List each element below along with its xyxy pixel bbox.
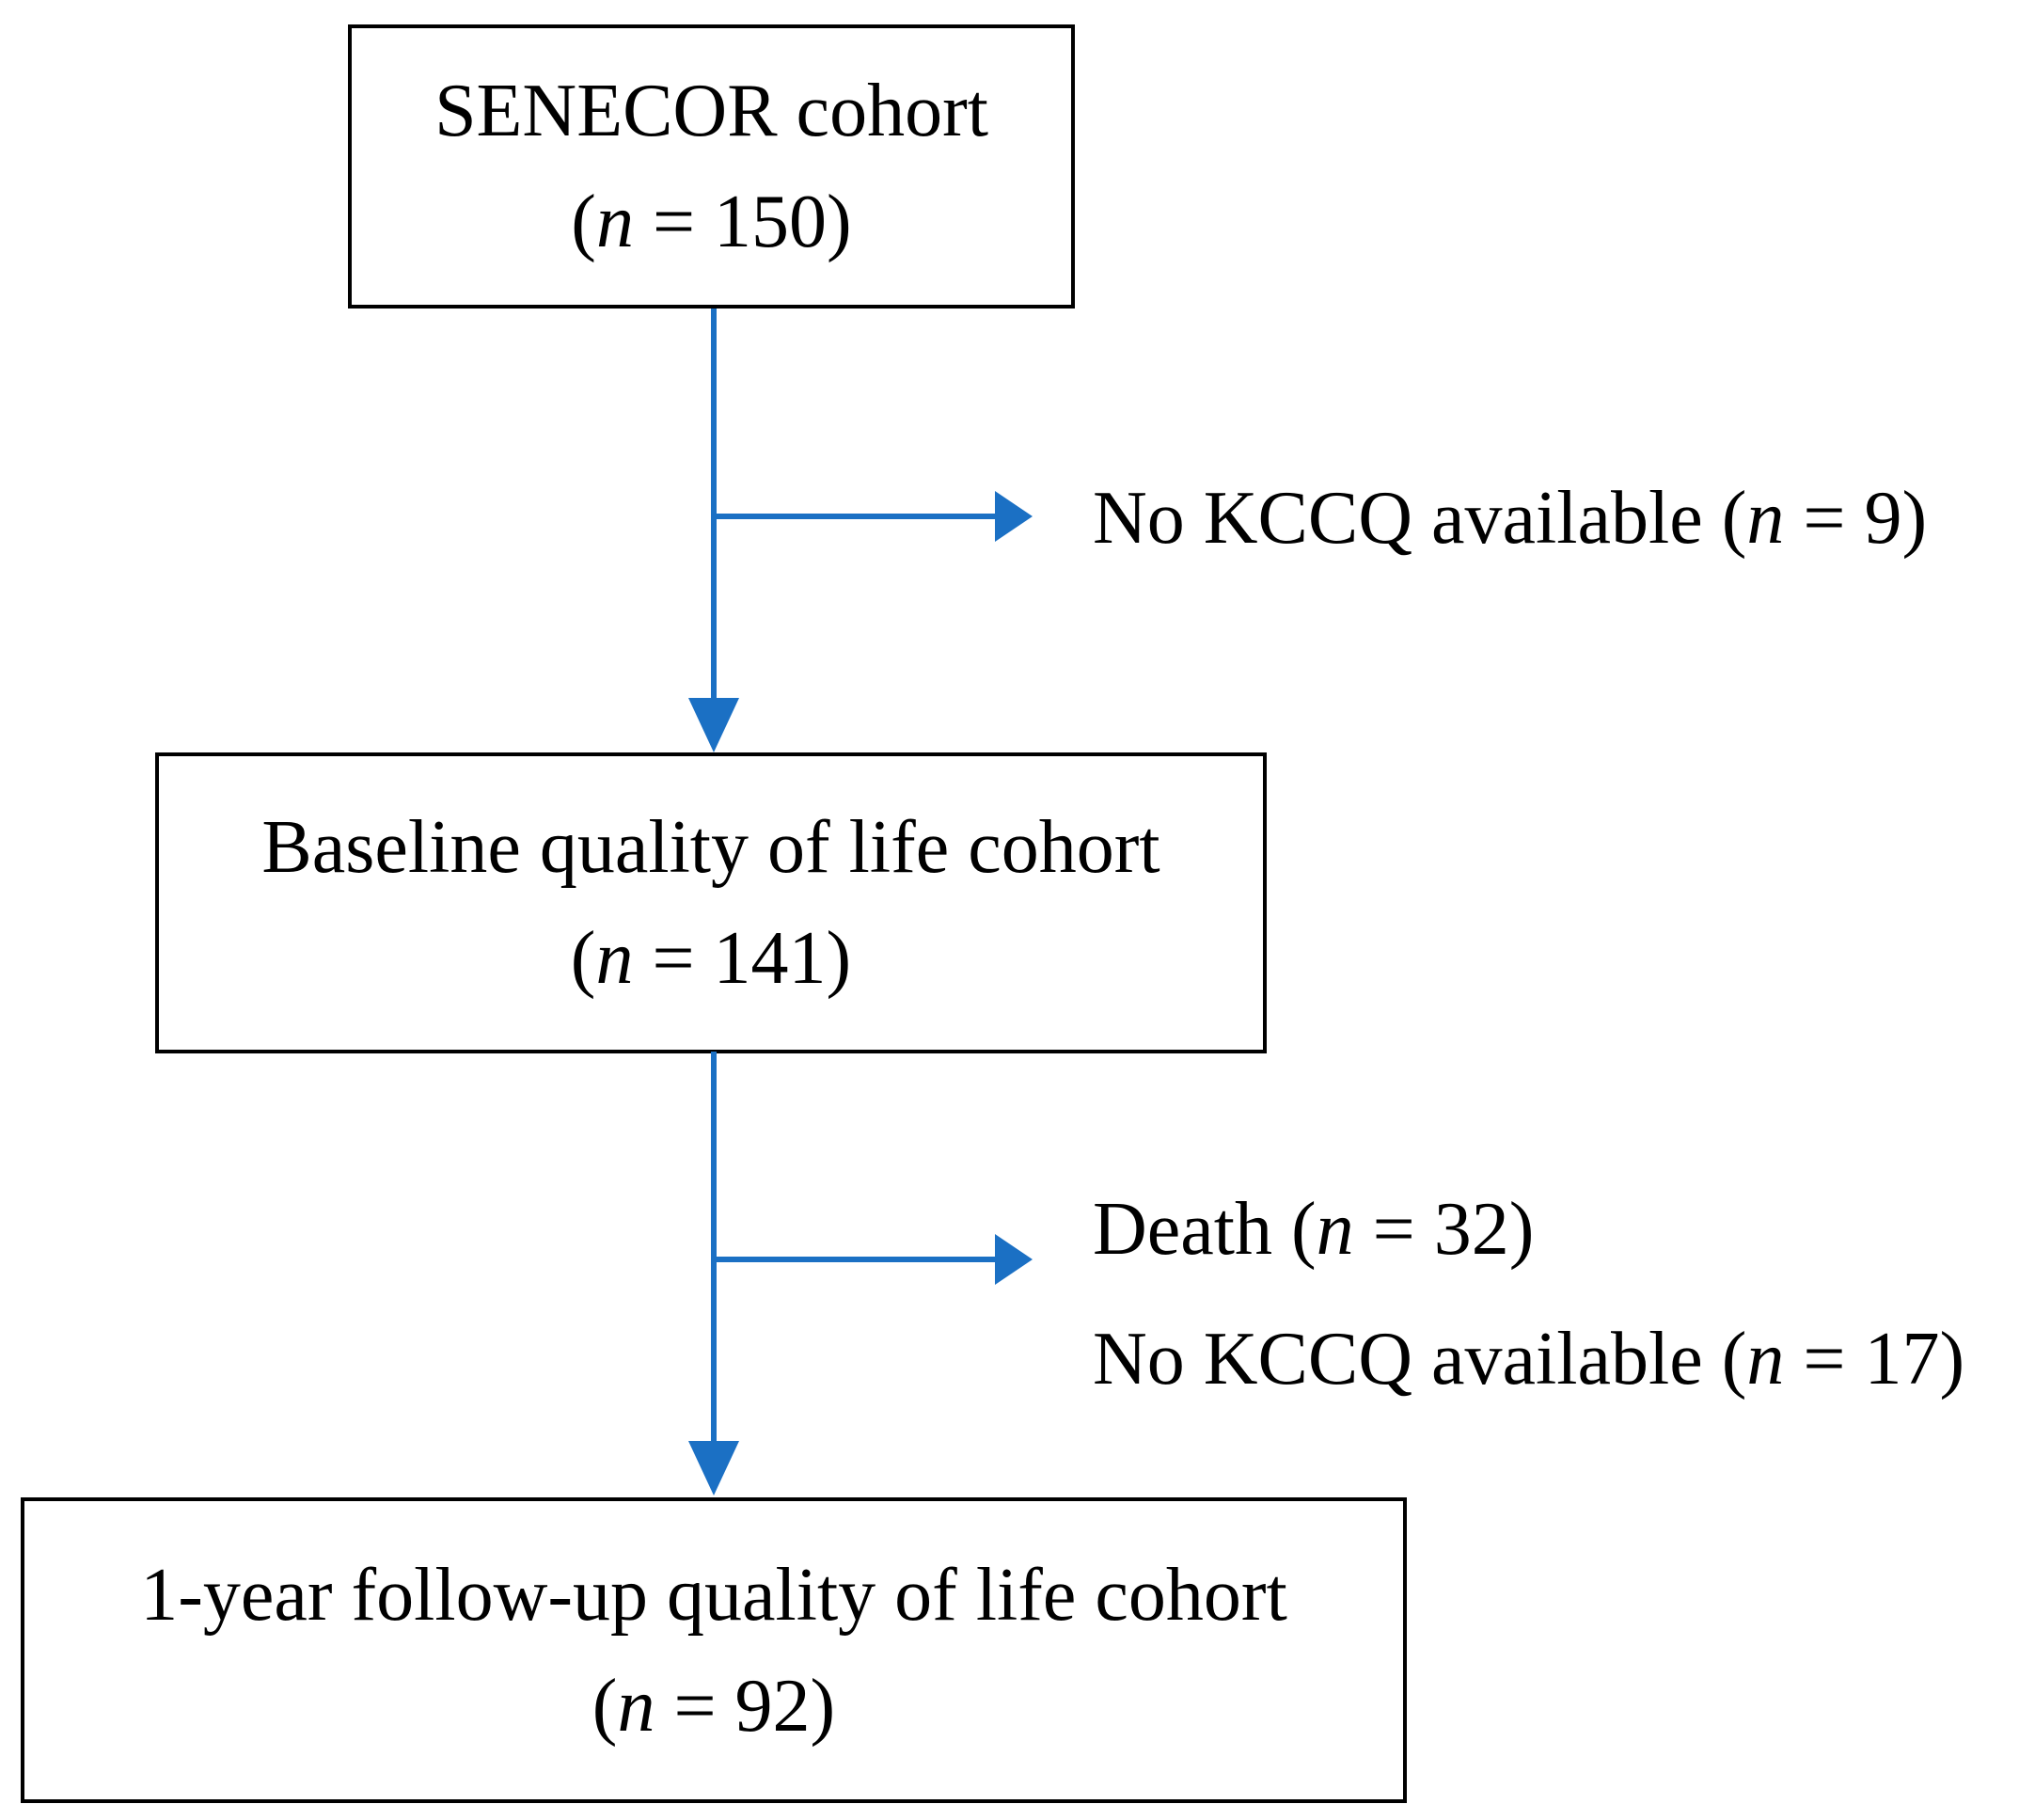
arrowhead-right-icon — [995, 491, 1033, 542]
flow-line-vertical-2 — [711, 1052, 717, 1441]
cohort-box-baseline: Baseline quality of life cohort (n = 141… — [155, 752, 1267, 1053]
exclusion-label-no-kccq-9: No KCCQ available (n = 9) — [1093, 477, 1928, 560]
arrowhead-down-icon — [688, 698, 739, 752]
box-n-label: (n = 141) — [570, 917, 852, 1000]
arrowhead-right-icon — [995, 1234, 1033, 1285]
branch-line-1 — [714, 514, 996, 519]
cohort-box-followup: 1-year follow-up quality of life cohort … — [21, 1497, 1407, 1803]
cohort-box-senecor: SENECOR cohort (n = 150) — [348, 24, 1075, 309]
box-n-label: (n = 92) — [592, 1664, 836, 1748]
box-title: 1-year follow-up quality of life cohort — [140, 1553, 1287, 1637]
exclusion-label-no-kccq-17: No KCCQ available (n = 17) — [1093, 1318, 1965, 1401]
box-n-label: (n = 150) — [571, 181, 852, 263]
branch-line-2 — [714, 1257, 996, 1262]
flow-line-vertical-1 — [711, 309, 717, 698]
exclusion-label-death-32: Death (n = 32) — [1093, 1188, 1535, 1271]
box-title: SENECOR cohort — [434, 70, 988, 152]
box-title: Baseline quality of life cohort — [261, 806, 1160, 889]
arrowhead-down-icon — [688, 1441, 739, 1496]
